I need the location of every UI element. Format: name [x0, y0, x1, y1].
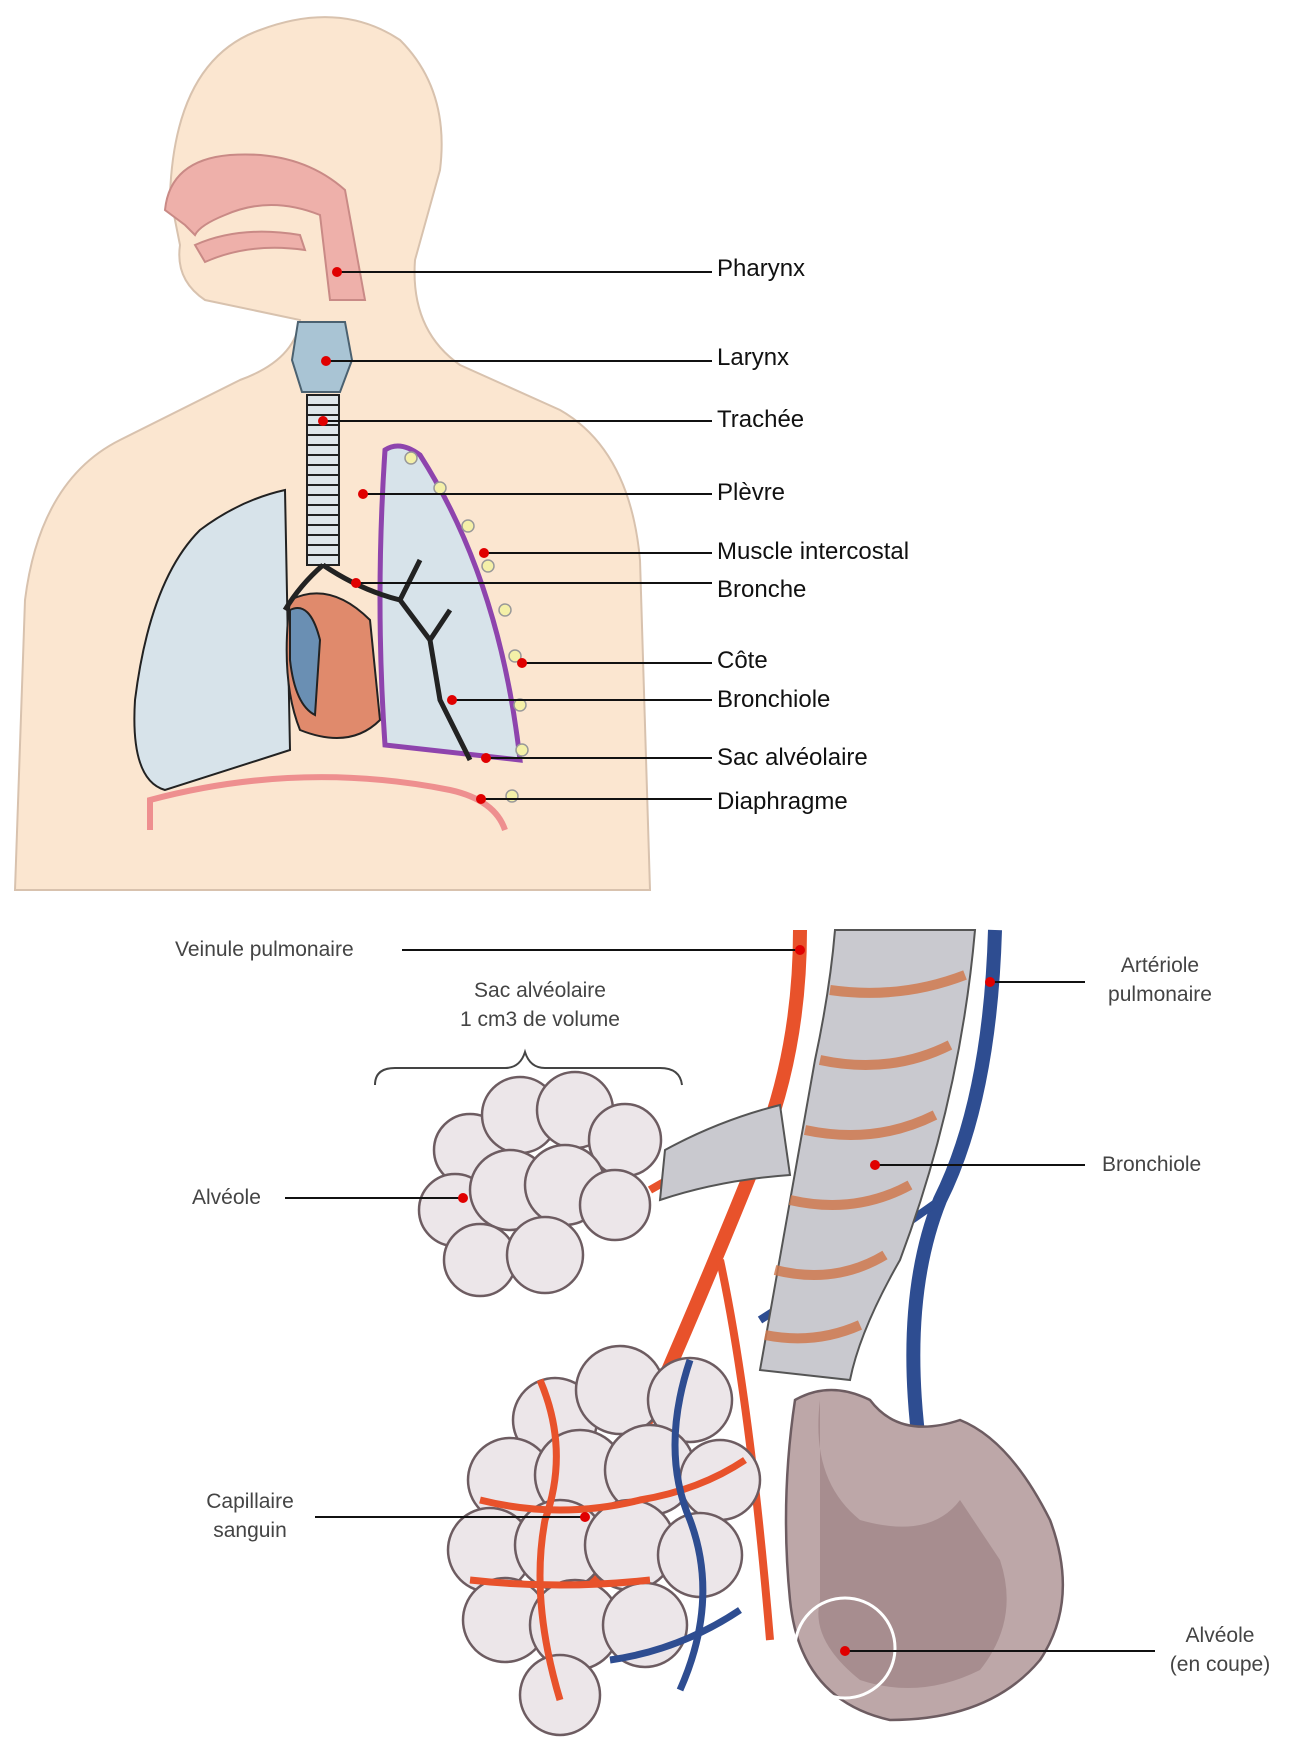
- label-capillaire-line1: Capillaire: [185, 1487, 315, 1516]
- label-cote: Côte: [717, 647, 768, 675]
- label-capillaire-line2: sanguin: [185, 1516, 315, 1545]
- label-alveole-coupe-line1: Alvéole: [1150, 1621, 1290, 1650]
- label-trachee: Trachée: [717, 406, 804, 434]
- small-alveolar-sac: [419, 1072, 661, 1296]
- label-pharynx: Pharynx: [717, 255, 805, 283]
- label-arteriole-line1: Artériole: [1090, 951, 1230, 980]
- label-alveole-coupe-line2: (en coupe): [1150, 1650, 1290, 1679]
- label-sac-line1: Sac alvéolaire: [390, 976, 690, 1005]
- label-alveole-en-coupe: Alvéole (en coupe): [1150, 1621, 1290, 1679]
- alveoli-diagram: [285, 930, 1155, 1735]
- label-bronchiole-bottom: Bronchiole: [1102, 1150, 1201, 1179]
- label-plevre: Plèvre: [717, 479, 785, 507]
- label-muscle-intercostal: Muscle intercostal: [717, 538, 909, 566]
- label-veinule-pulmonaire: Veinule pulmonaire: [175, 935, 354, 964]
- label-arteriole-line2: pulmonaire: [1090, 980, 1230, 1009]
- label-sac-alveolaire-top: Sac alvéolaire: [717, 744, 868, 772]
- label-arteriole-pulmonaire: Artériole pulmonaire: [1090, 951, 1230, 1009]
- label-diaphragme: Diaphragme: [717, 788, 848, 816]
- respiratory-system-diagram: [15, 17, 712, 890]
- label-bronche: Bronche: [717, 576, 806, 604]
- label-sac-line2: 1 cm3 de volume: [390, 1005, 690, 1034]
- label-capillaire-sanguin: Capillaire sanguin: [185, 1487, 315, 1545]
- label-larynx: Larynx: [717, 344, 789, 372]
- label-bronchiole-top: Bronchiole: [717, 686, 830, 714]
- label-sac-alveolaire: Sac alvéolaire 1 cm3 de volume: [390, 976, 690, 1034]
- larynx-shape: [292, 322, 352, 392]
- label-alveole: Alvéole: [192, 1183, 261, 1212]
- large-alveolar-sac: [448, 1346, 760, 1735]
